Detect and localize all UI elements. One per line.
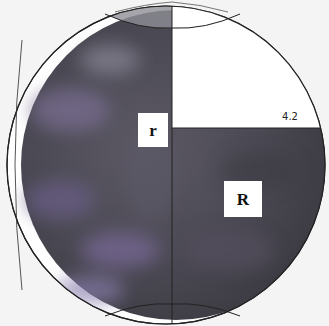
construction-lines (15, 2, 321, 324)
dimension-value: 4.2 (281, 111, 299, 123)
radius-label: r (138, 113, 168, 147)
radius-label: R (224, 181, 262, 217)
